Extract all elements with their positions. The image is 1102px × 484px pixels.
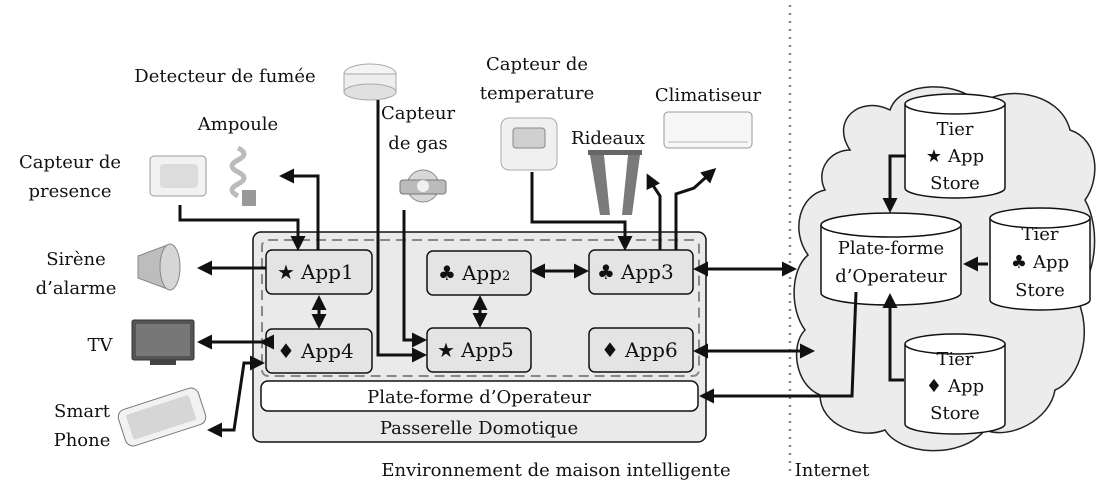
siren-label-2: d’alarme: [36, 278, 117, 299]
gas-sensor-label-2: de gas: [388, 133, 447, 154]
curtains-label: Rideaux: [571, 128, 645, 149]
svg-text:Tier: Tier: [1021, 224, 1058, 245]
app-3: ♣App3: [588, 249, 694, 295]
smartphone-label-2: Phone: [54, 430, 111, 451]
svg-text:Plate-forme: Plate-forme: [838, 238, 944, 259]
siren-icon: [137, 243, 181, 291]
smoke-detector-label: Detecteur de fumée: [134, 66, 315, 87]
apps-dashed-region: [261, 239, 700, 377]
svg-text:d’Operateur: d’Operateur: [835, 266, 947, 287]
curtains-icon: [588, 150, 642, 215]
svg-text:★App: ★App: [926, 146, 984, 167]
tv-icon: [131, 319, 195, 365]
air-conditioner-icon: [663, 111, 753, 149]
home-region-label: Environnement de maison intelligente: [381, 460, 730, 481]
internet-region-label: Internet: [795, 460, 870, 481]
smartphone-icon: [117, 387, 207, 447]
svg-text:Store: Store: [1015, 280, 1065, 301]
gas-sensor-label: Capteur: [381, 103, 456, 124]
app-2: ♣App2: [426, 250, 532, 296]
smoke-detector-icon: [343, 63, 397, 101]
smartphone-label: Smart: [54, 401, 111, 422]
svg-text:Tier: Tier: [936, 349, 973, 370]
presence-sensor-label-2: presence: [29, 181, 112, 202]
presence-sensor-label: Capteur de: [19, 152, 121, 173]
svg-text:♦App4: ♦App4: [277, 339, 354, 363]
app-4: ♦App4: [265, 328, 373, 374]
presence-sensor-icon: [149, 155, 207, 197]
temperature-sensor-icon: [500, 117, 558, 171]
bulb-icon: [229, 145, 256, 206]
connectors: [178, 100, 988, 438]
gateway-label: Passerelle Domotique: [380, 418, 578, 439]
temperature-sensor-label-2: temperature: [480, 83, 595, 104]
app-5: ★App5: [426, 327, 532, 373]
svg-text:★App1: ★App1: [277, 260, 354, 284]
svg-text:★App5: ★App5: [437, 338, 514, 362]
tier-diamond-store-cylinder: Tier ♦App Store: [904, 333, 1006, 435]
svg-text:♣App2: ♣App2: [438, 261, 510, 285]
gas-sensor-icon: [399, 169, 447, 203]
svg-text:Tier: Tier: [936, 119, 973, 140]
operator-platform-cylinder: Plate-forme d’Operateur: [820, 212, 962, 306]
svg-text:Store: Store: [930, 173, 980, 194]
bulb-label: Ampoule: [197, 114, 278, 135]
temperature-sensor-label: Capteur de: [486, 54, 588, 75]
svg-text:♣App: ♣App: [1011, 252, 1069, 273]
app-1: ★App1: [265, 249, 373, 295]
tier-club-store-cylinder: Tier ♣App Store: [989, 207, 1091, 311]
svg-text:♦App6: ♦App6: [601, 338, 678, 362]
svg-text:Store: Store: [930, 403, 980, 424]
tier-star-store-cylinder: Tier ★App Store: [904, 93, 1006, 199]
svg-text:♣App3: ♣App3: [597, 260, 674, 284]
platform-label: Plate-forme d’Operateur: [367, 387, 591, 408]
ac-label: Climatiseur: [655, 85, 762, 106]
svg-text:♦App: ♦App: [926, 376, 984, 397]
tv-label: TV: [87, 335, 113, 356]
app-6: ♦App6: [588, 327, 694, 373]
siren-label: Sirène: [46, 249, 106, 270]
